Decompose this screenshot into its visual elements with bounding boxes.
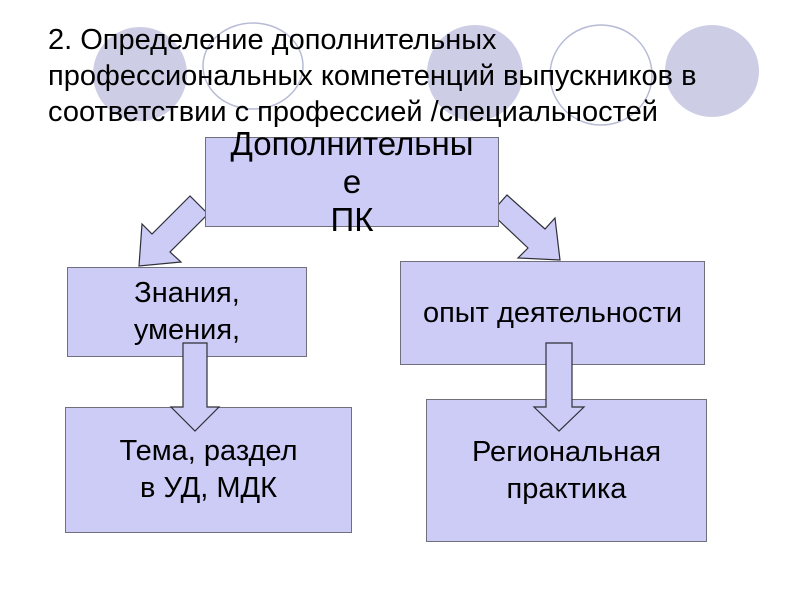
node-experience: опыт деятельности — [400, 261, 705, 365]
node-knowledge: Знания, умения, — [67, 267, 307, 357]
slide-title: 2. Определение дополнительных профессион… — [48, 24, 697, 128]
node-knowledge-label: Знания, умения, — [133, 277, 241, 346]
node-topic: Тема, раздел в УД, МДК — [65, 407, 352, 533]
node-experience-label: опыт деятельности — [422, 296, 683, 329]
node-practice-label: Региональная практика — [471, 435, 662, 505]
arrow-root-to-knowledge — [138, 195, 209, 267]
node-practice: Региональная практика — [426, 399, 707, 542]
node-root: Дополнительны е ПК — [205, 125, 499, 238]
node-topic-label: Тема, раздел в УД, МДК — [119, 435, 298, 504]
arrow-root-to-experience — [490, 194, 561, 261]
node-root-label: Дополнительны е ПК — [230, 125, 474, 238]
